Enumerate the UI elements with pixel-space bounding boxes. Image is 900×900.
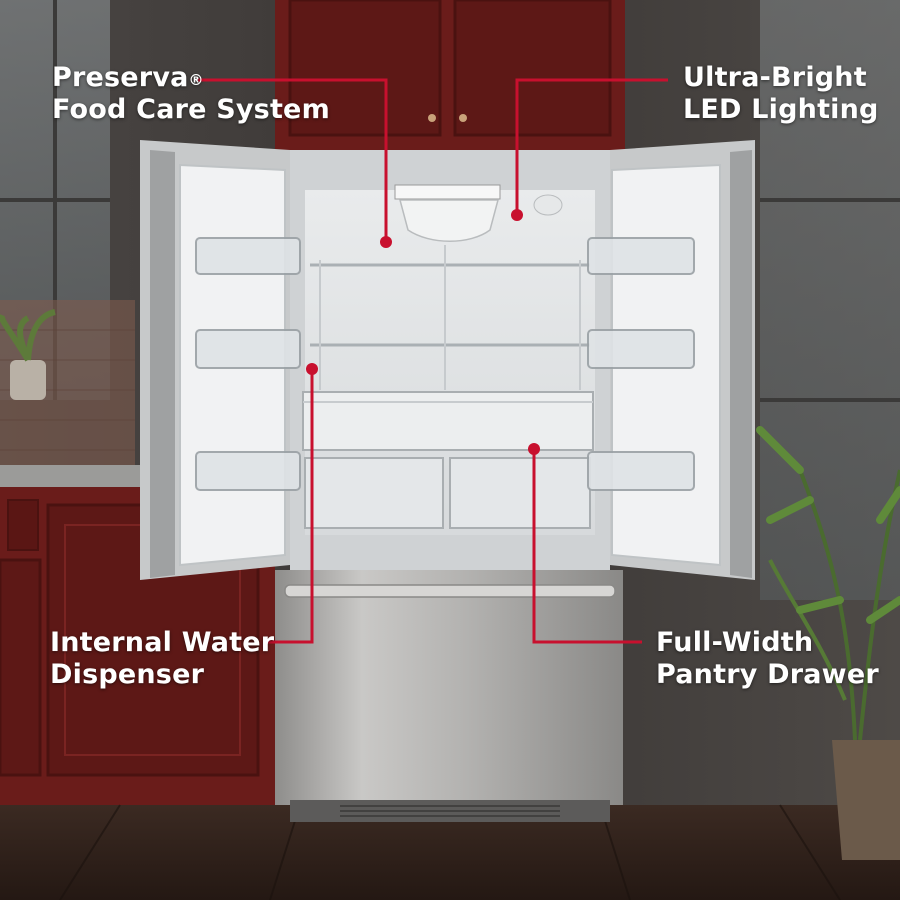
callout-dot-pantry — [528, 443, 540, 455]
pantry-drawer — [302, 391, 594, 451]
callout-water-line1: Internal Water — [50, 627, 275, 658]
control-panel — [394, 184, 501, 200]
led-light — [399, 199, 499, 242]
right-door — [587, 140, 755, 580]
produce-drawer-left — [304, 457, 444, 529]
callout-led-lighting: Ultra-Bright LED Lighting — [683, 62, 879, 126]
callout-lines — [198, 78, 668, 644]
callout-dot-water — [306, 363, 318, 375]
callout-water-line2: Dispenser — [50, 659, 205, 690]
callout-water-dispenser: Internal Water Dispenser — [50, 627, 274, 691]
freezer-drawer — [275, 570, 623, 805]
callout-line-preserva — [198, 78, 388, 242]
callout-pantry-line1: Full-Width — [656, 627, 814, 658]
left-plant — [0, 309, 56, 400]
callout-pantry-line2: Pantry Drawer — [656, 659, 879, 690]
callout-dot-preserva — [380, 236, 392, 248]
right-window — [760, 0, 900, 600]
produce-drawer-right — [449, 457, 591, 529]
glass-shelves — [310, 263, 590, 347]
callout-line-water — [265, 369, 314, 644]
callout-preserva-line1: Preserva — [52, 62, 189, 93]
registered-mark: ® — [188, 71, 204, 89]
callout-preserva: Preserva® Food Care System — [52, 62, 330, 126]
right-plant — [756, 426, 900, 860]
callout-line-pantry — [532, 449, 642, 644]
callout-pantry-drawer: Full-Width Pantry Drawer — [656, 627, 879, 691]
countertop — [0, 465, 140, 487]
callout-dot-led — [511, 209, 523, 221]
callout-led-line2: LED Lighting — [683, 94, 879, 125]
left-door — [140, 140, 301, 580]
callout-preserva-line2: Food Care System — [52, 94, 330, 125]
callout-led-line1: Ultra-Bright — [683, 62, 867, 93]
callout-line-led — [515, 78, 668, 215]
